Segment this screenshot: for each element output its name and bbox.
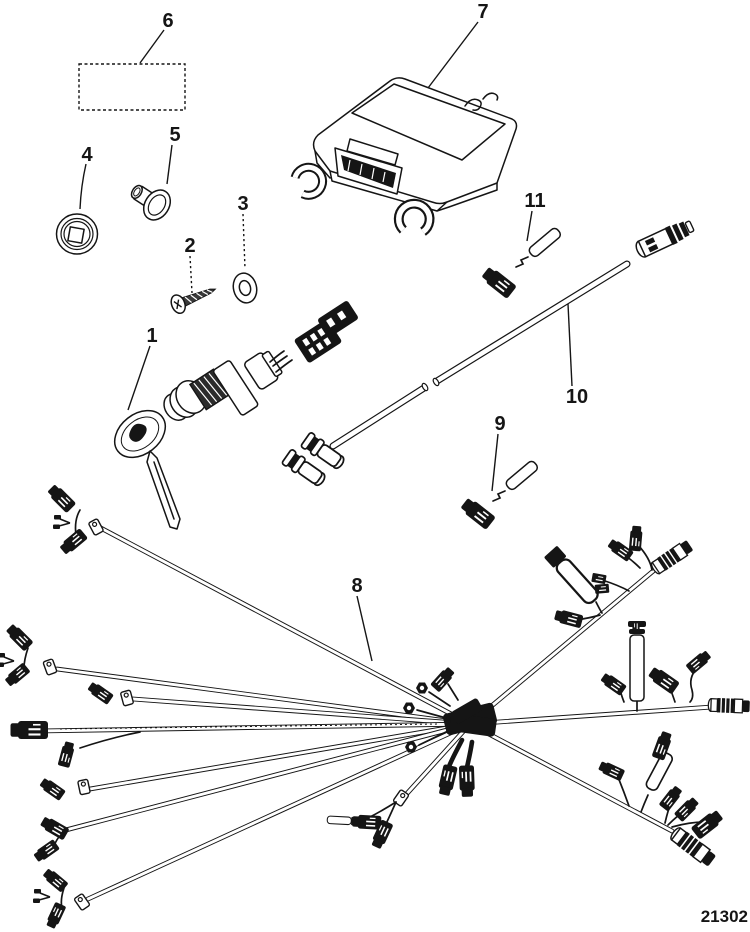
shielded-cable-texture xyxy=(59,723,441,730)
connector-plug xyxy=(458,764,476,798)
connector-plug xyxy=(458,495,497,531)
connector-plug xyxy=(646,664,681,696)
harness-hub xyxy=(403,665,498,798)
flag-terminal xyxy=(590,572,608,585)
leader-line-6 xyxy=(139,29,165,64)
connector-plug xyxy=(598,671,628,697)
drawing-number: 21302 xyxy=(701,907,748,926)
leader-line-3 xyxy=(242,213,246,270)
harness-cables xyxy=(35,523,715,902)
harness-branch-connectors xyxy=(598,621,750,715)
leader-line-2 xyxy=(189,255,193,294)
part-1-ignition-key-switch xyxy=(113,301,358,530)
callout-6: 6 xyxy=(162,10,173,32)
connector-plug xyxy=(689,807,726,841)
fork-terminals xyxy=(32,888,51,904)
callout-11: 11 xyxy=(524,190,545,212)
connector-plug xyxy=(37,776,67,802)
part-5-plug xyxy=(130,184,172,221)
leader-line-11 xyxy=(526,210,533,242)
lock-cylinder xyxy=(163,350,283,421)
callout-10: 10 xyxy=(566,386,588,408)
fork-terminals xyxy=(52,514,71,530)
harness-branch-connectors xyxy=(0,622,58,689)
leader-line-10 xyxy=(567,303,573,387)
leader-line-1 xyxy=(127,345,151,411)
harness-branch-connectors xyxy=(32,866,91,931)
callout-2: 2 xyxy=(184,235,195,257)
leader-lines xyxy=(79,21,573,662)
cable-clamp xyxy=(73,892,91,912)
callouts: 1 2 3 4 5 6 7 8 9 10 11 xyxy=(81,1,588,597)
callout-9: 9 xyxy=(494,413,505,435)
ring-terminal xyxy=(403,702,415,714)
heat-shrink-sleeve xyxy=(526,225,563,259)
leader-line-9 xyxy=(491,433,499,492)
harness-branch-connectors xyxy=(9,719,141,769)
part-11-connector-lead xyxy=(479,225,563,300)
cable-clamp xyxy=(119,689,135,707)
part-2-screw xyxy=(170,288,217,315)
callout-5: 5 xyxy=(169,124,180,146)
harness-end-connector xyxy=(635,220,695,258)
callout-4: 4 xyxy=(81,144,93,166)
connector-plug xyxy=(45,482,78,515)
connector-plug xyxy=(44,901,68,931)
connector-plug xyxy=(552,607,585,630)
harness-branch-connectors xyxy=(326,788,410,851)
connector-plug xyxy=(684,648,713,676)
flag-terminal xyxy=(594,583,610,595)
harness-branch-connectors xyxy=(85,680,135,707)
connector-plug xyxy=(596,759,626,783)
connector-plug xyxy=(4,622,35,653)
cable-clamp xyxy=(42,658,58,676)
harness-branch-connectors xyxy=(37,776,92,802)
connector-plug xyxy=(38,814,71,842)
callout-1: 1 xyxy=(146,325,157,347)
connector-plug xyxy=(57,527,89,557)
part-7-ecm-module xyxy=(293,77,518,232)
connector-plug xyxy=(479,264,518,300)
fork-terminals xyxy=(0,652,15,668)
mounting-bracket xyxy=(398,202,431,232)
key xyxy=(113,409,181,530)
callout-3: 3 xyxy=(237,193,248,215)
connector-plug xyxy=(56,740,77,769)
connector-plug xyxy=(9,719,50,741)
barrel-connector xyxy=(648,538,695,577)
cable-clamp xyxy=(76,778,92,796)
harness-branch-connectors xyxy=(45,482,105,557)
part-3-washer xyxy=(232,272,258,304)
connector-plug xyxy=(85,680,115,706)
harness-branch-connectors xyxy=(596,729,726,869)
connector-plug xyxy=(628,524,644,553)
part-4-grommet xyxy=(55,213,99,255)
harness-branch-connectors xyxy=(542,524,695,633)
leader-line-4 xyxy=(79,163,87,210)
inline-fuse-tube xyxy=(628,621,646,712)
heat-shrink-sleeve xyxy=(503,458,540,492)
cable-clamp xyxy=(87,517,105,537)
leader-line-7 xyxy=(427,21,479,89)
flag-terminal xyxy=(631,620,641,633)
connector-plug xyxy=(3,661,32,689)
part-10-extension-harness xyxy=(280,220,695,490)
connector-plug xyxy=(673,795,701,823)
part-9-connector-lead xyxy=(458,458,540,531)
callout-8: 8 xyxy=(351,575,362,597)
ring-terminal xyxy=(416,682,428,694)
part-6-decal xyxy=(78,63,186,111)
harness-branch-connectors xyxy=(31,814,71,864)
connector-plug xyxy=(436,763,459,798)
barrel-connector xyxy=(707,697,750,715)
connector-plug xyxy=(657,783,685,813)
leader-line-5 xyxy=(166,144,173,185)
part-8-main-wiring-harness xyxy=(0,482,750,931)
leader-line-8 xyxy=(356,595,373,662)
connector-plug xyxy=(429,665,457,694)
callout-7: 7 xyxy=(477,1,488,23)
switch-connector xyxy=(294,301,358,363)
connector-plug xyxy=(351,813,383,831)
